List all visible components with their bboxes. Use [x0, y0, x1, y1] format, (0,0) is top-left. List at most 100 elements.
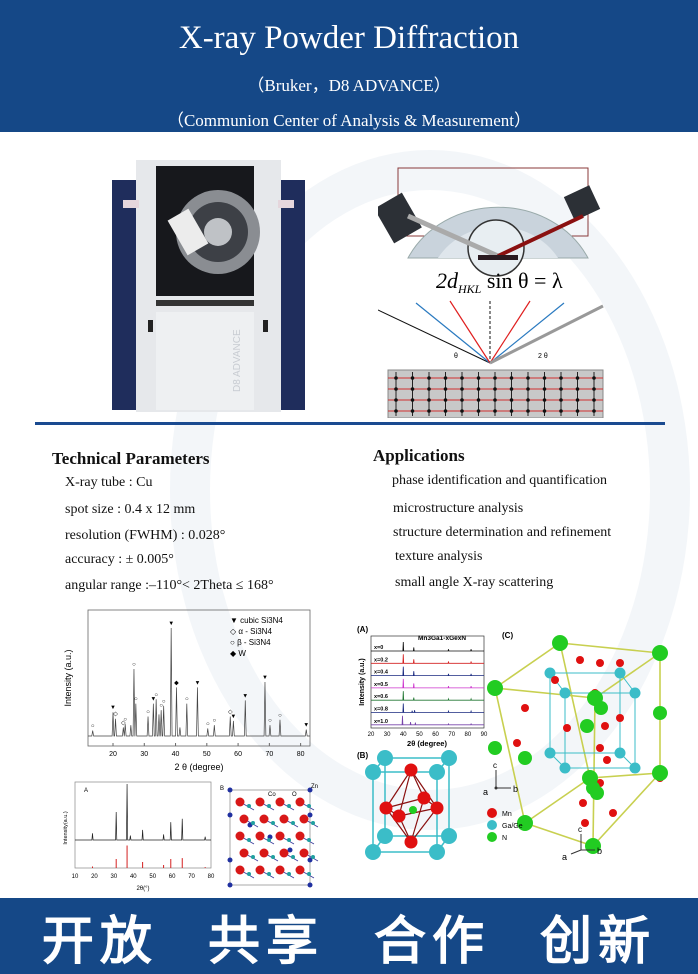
x-tick-label: 60	[234, 751, 242, 758]
o-atom	[235, 865, 245, 875]
instrument-image: D8 ADVANCE	[112, 160, 305, 412]
lattice-atom	[443, 409, 448, 413]
x-axis-label: 2 θ (degree)	[174, 762, 223, 772]
panel-label: (B)	[357, 751, 368, 760]
mn-atom	[596, 659, 604, 667]
organization-subtitle: （Communion Center of Analysis & Measurem…	[166, 111, 532, 130]
ga-ge-atom	[629, 687, 641, 699]
cell-edge	[589, 772, 661, 779]
lattice-atom	[493, 387, 497, 391]
bragg-diagram: 2dHKL sin θ = λ θ 2 θ	[378, 167, 604, 418]
lattice-atom	[542, 398, 547, 402]
lattice-atom	[592, 398, 596, 402]
octahedron-edge	[385, 797, 425, 809]
octahedron-edge	[410, 769, 438, 809]
x-tick-label: 30	[140, 751, 148, 758]
ga-ge-atom	[441, 750, 457, 766]
mn-atom	[417, 791, 431, 805]
lattice-atom	[443, 387, 448, 391]
co-atom	[307, 804, 311, 808]
lattice-atom	[526, 398, 530, 402]
ga-ge-atom	[377, 828, 393, 844]
octahedron-edge	[410, 797, 425, 843]
ga-ge-atom	[365, 844, 381, 860]
peak-marker: ○	[159, 703, 163, 709]
mn-atom	[392, 809, 406, 823]
lattice-atom	[410, 387, 415, 391]
cell-edge	[524, 777, 591, 824]
mn-atom	[404, 835, 418, 849]
ga-ge-atom	[441, 828, 457, 844]
o-atom	[239, 848, 249, 858]
axes-indicator: c a b	[483, 761, 518, 797]
ga-ge-atom	[544, 747, 556, 759]
o-atom	[275, 797, 285, 807]
mn-atom	[563, 724, 571, 732]
zn-atom	[307, 882, 313, 888]
tech-param: resolution (FWHM) : 0.028°	[65, 528, 226, 543]
mn-atom	[404, 763, 418, 777]
n-atom	[590, 786, 604, 800]
co-atom	[251, 855, 255, 859]
co-atom	[267, 804, 271, 808]
tech-param: angular range :–110°< 2Theta ≤ 168°	[65, 578, 274, 593]
peak-marker: ○	[162, 699, 166, 705]
lattice-atom	[493, 376, 497, 380]
peak-marker: ▼	[242, 693, 248, 699]
technical-parameters-heading: Technical Parameters	[52, 449, 210, 468]
series-line	[371, 715, 484, 726]
plot-frame	[87, 609, 311, 747]
mn-atom	[616, 714, 624, 722]
o-atom	[255, 831, 265, 841]
n-atom	[488, 741, 502, 755]
x-tick-label: 20	[91, 874, 98, 880]
o-atom	[295, 831, 305, 841]
peak-marker: ◇	[121, 720, 126, 726]
lattice-atom	[575, 387, 580, 391]
lattice-atom	[427, 387, 431, 391]
mn-atom	[601, 722, 609, 730]
lattice-atom	[542, 387, 547, 391]
mn-atom	[513, 739, 521, 747]
zn-atom	[307, 857, 313, 863]
mn-atom	[603, 756, 611, 764]
x-tick-label: 40	[172, 751, 180, 758]
x-tick-label: 80	[208, 874, 215, 880]
x-tick-label: 30	[384, 732, 391, 738]
bragg-equation: 2dHKL sin θ = λ	[436, 268, 563, 296]
lattice-atom	[575, 398, 580, 402]
peak-marker: ○	[206, 721, 210, 727]
x-tick-label: 50	[203, 751, 211, 758]
lattice-atom	[575, 376, 580, 380]
spectrum-line	[75, 783, 211, 841]
peak-marker: ◇	[228, 710, 233, 716]
lattice-atom	[460, 409, 464, 413]
panel-label: A	[84, 788, 88, 794]
o-atom	[299, 848, 309, 858]
legend-entry: α - Si3N4	[238, 627, 272, 636]
crystal-structure-zn-co-o: B Zn Co O	[220, 784, 319, 888]
lattice-atom	[493, 409, 497, 413]
application-item: small angle X-ray scattering	[395, 575, 554, 590]
x-tick-label: 50	[416, 732, 423, 738]
series-label: x=0	[374, 645, 383, 651]
mn-atom	[581, 819, 589, 827]
peak-marker: ○	[213, 718, 217, 724]
peak-marker: ○	[134, 697, 138, 703]
x-axis-label: 2θ (degree)	[407, 739, 447, 748]
application-item: microstructure analysis	[393, 501, 524, 516]
application-item: texture analysis	[395, 549, 483, 564]
x-tick-label: 80	[465, 732, 472, 738]
co-atom	[307, 872, 311, 876]
x-tick-label: 40	[130, 874, 137, 880]
peak-marker: ▼	[194, 680, 200, 686]
o-atom	[279, 814, 289, 824]
x-tick-label: 60	[432, 732, 439, 738]
o-atom	[275, 865, 285, 875]
peak-marker: ○	[154, 692, 158, 698]
o-atom	[235, 831, 245, 841]
atom-label: O	[292, 792, 297, 798]
zn-atom	[227, 882, 233, 888]
x-tick-label: 80	[297, 751, 305, 758]
